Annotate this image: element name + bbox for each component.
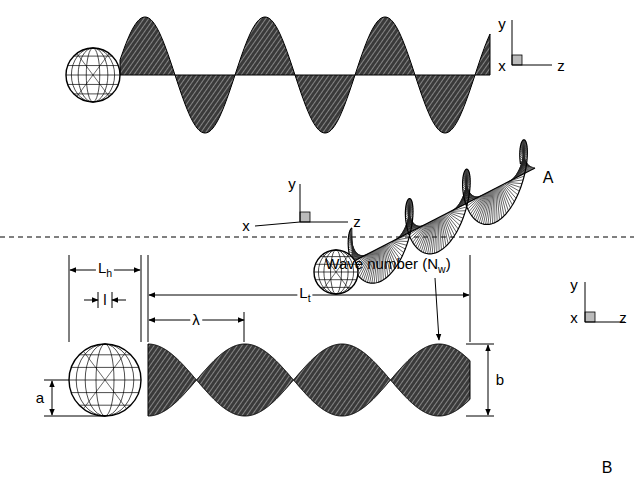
dimension-label: a (36, 390, 44, 407)
axis-triad (585, 282, 625, 322)
flagellum (148, 344, 470, 416)
dimension-line (112, 300, 126, 301)
dimension-label: Lt (297, 285, 312, 305)
axis-label: z (353, 214, 361, 231)
panel-letter: B (602, 459, 613, 477)
cell-body (69, 344, 141, 416)
dimension-line (84, 300, 98, 301)
extension-line (112, 292, 113, 308)
label-part: ) (446, 255, 451, 272)
extension-line (69, 255, 70, 342)
cell-body (66, 48, 120, 102)
extension-line (141, 255, 142, 342)
extension-line (466, 344, 494, 345)
flagellum (120, 17, 490, 133)
axis-label: y (288, 176, 296, 193)
subscript: h (106, 267, 112, 279)
perspective-view (314, 140, 535, 294)
dimension-label: b (496, 372, 504, 389)
label-part: L (98, 259, 106, 276)
extension-line (44, 416, 105, 417)
axis-label: z (619, 310, 627, 327)
extension-line (466, 416, 494, 417)
label-part: Wave number (N (325, 255, 438, 272)
divider (0, 237, 634, 238)
dimension-view (44, 255, 494, 416)
side-view (66, 17, 490, 133)
dimension-label: Lh (96, 260, 114, 280)
axis-label: x (570, 310, 578, 327)
panel-letter: A (543, 169, 554, 187)
axis-label: x (242, 218, 250, 235)
dimension-label: λ (190, 312, 202, 329)
axis-label: y (498, 16, 506, 33)
subscript: w (438, 263, 446, 275)
extension-line (470, 255, 471, 342)
dimension-line (52, 381, 53, 415)
leader-line (435, 278, 439, 340)
extension-line (98, 292, 99, 308)
subscript: t (308, 292, 311, 304)
extension-line (148, 255, 149, 342)
axis-triads (255, 20, 625, 322)
extension-line (44, 380, 69, 381)
axis-triad (255, 184, 348, 226)
axis-label: z (557, 58, 565, 75)
label-part: L (299, 284, 307, 301)
axis-label: y (570, 277, 578, 294)
axis-label: x (498, 58, 506, 75)
dimension-line (488, 345, 489, 415)
dimension-label: l (103, 292, 106, 309)
axis-triad (512, 20, 552, 65)
extension-line (244, 312, 245, 342)
dimension-label: Wave number (Nw) (325, 256, 450, 276)
